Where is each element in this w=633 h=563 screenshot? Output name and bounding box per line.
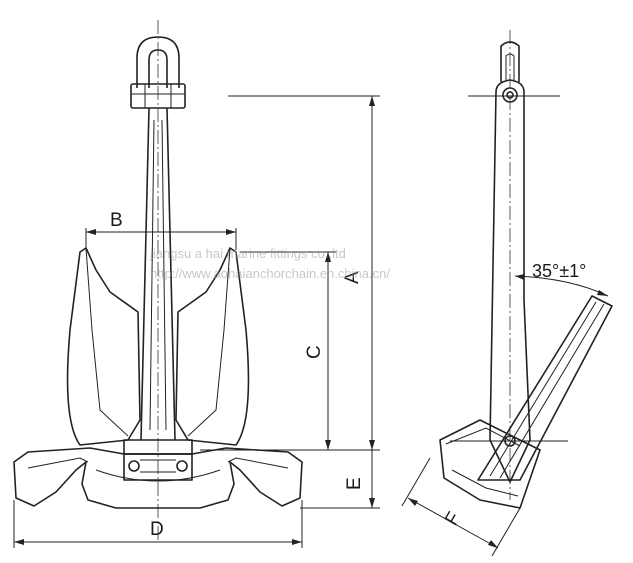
flukes bbox=[66, 247, 250, 446]
watermark-line1: jiangsu a hai marine fittings co.,ltd bbox=[149, 246, 346, 261]
dim-label-f: F bbox=[441, 509, 465, 530]
dim-label-e: E bbox=[344, 477, 365, 490]
angle-label: 35°±1° bbox=[532, 261, 586, 281]
dim-label-b: B bbox=[110, 210, 123, 231]
shank bbox=[140, 20, 176, 540]
front-view bbox=[13, 20, 303, 540]
crown bbox=[13, 439, 303, 509]
watermark-line2: http://www.aohaianchorchain.en.china.cn/ bbox=[150, 266, 390, 281]
dim-label-c: C bbox=[304, 345, 325, 359]
side-view bbox=[401, 30, 613, 557]
dim-label-d: D bbox=[150, 519, 164, 540]
dimension-lines bbox=[13, 95, 380, 548]
dim-label-a: A bbox=[342, 271, 363, 284]
